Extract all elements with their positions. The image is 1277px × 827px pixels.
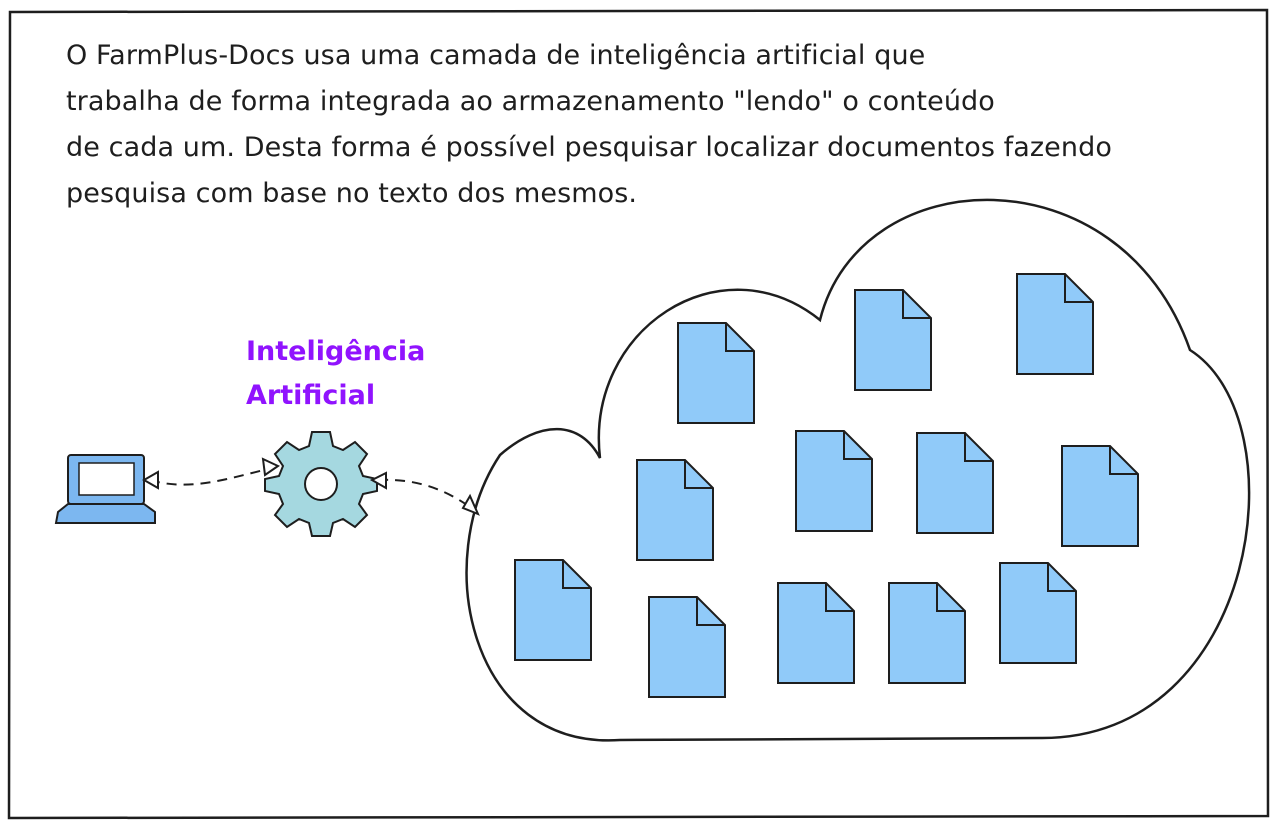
description-line-1: O FarmPlus-Docs usa uma camada de inteli… <box>66 40 926 71</box>
outer-border <box>7 8 1270 820</box>
laptop-icon <box>54 454 156 524</box>
ai-label-line-1: Inteligência <box>246 336 426 367</box>
document-icon <box>854 289 932 391</box>
document-icon <box>677 322 755 424</box>
document-icon <box>1016 273 1094 375</box>
document-icon <box>795 430 873 532</box>
ai-label-line-2: Artificial <box>246 380 376 411</box>
description-line-2: trabalha de forma integrada ao armazenam… <box>66 86 995 117</box>
document-icon <box>1061 445 1139 547</box>
documents-group <box>514 273 1139 698</box>
gear-icon <box>264 431 378 537</box>
document-icon <box>916 432 994 534</box>
document-icon <box>999 562 1077 664</box>
document-icon <box>648 596 726 698</box>
description-line-4: pesquisa com base no texto dos mesmos. <box>66 178 638 209</box>
laptop-ai-connector <box>141 457 281 490</box>
ai-cloud-connector <box>369 471 480 516</box>
document-icon <box>777 582 855 684</box>
description-line-3: de cada um. Desta forma é possível pesqu… <box>66 132 1112 163</box>
document-icon <box>514 559 592 661</box>
document-icon <box>888 582 966 684</box>
document-icon <box>636 459 714 561</box>
